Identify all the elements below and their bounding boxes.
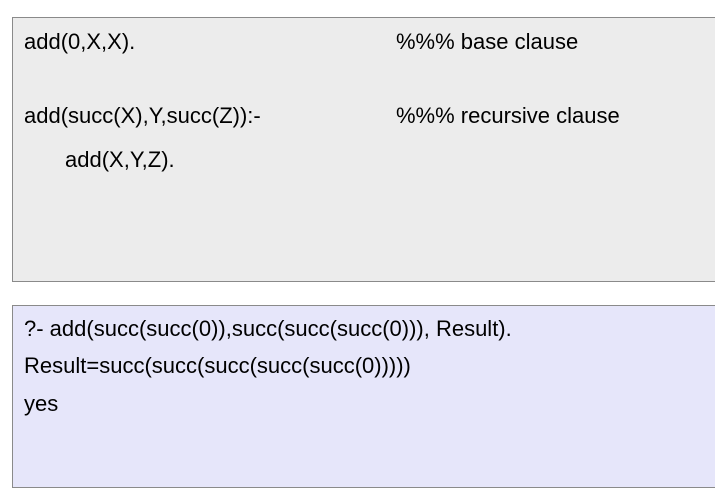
program-code-panel: add(0,X,X). %%% base clause add(succ(X),…: [12, 17, 715, 282]
recursive-clause-body: add(X,Y,Z).: [65, 147, 175, 172]
recursive-clause-head: add(succ(X),Y,succ(Z)):-: [24, 103, 261, 128]
query-output-panel: ?- add(succ(succ(0)),succ(succ(succ(0)))…: [12, 305, 715, 488]
result-line: Result=succ(succ(succ(succ(succ(0))))): [24, 353, 411, 378]
query-line: ?- add(succ(succ(0)),succ(succ(succ(0)))…: [24, 316, 512, 341]
yes-line: yes: [24, 391, 59, 416]
base-clause-comment: %%% base clause: [396, 29, 579, 54]
base-clause-code: add(0,X,X).: [24, 29, 136, 54]
recursive-clause-comment: %%% recursive clause: [396, 103, 620, 128]
